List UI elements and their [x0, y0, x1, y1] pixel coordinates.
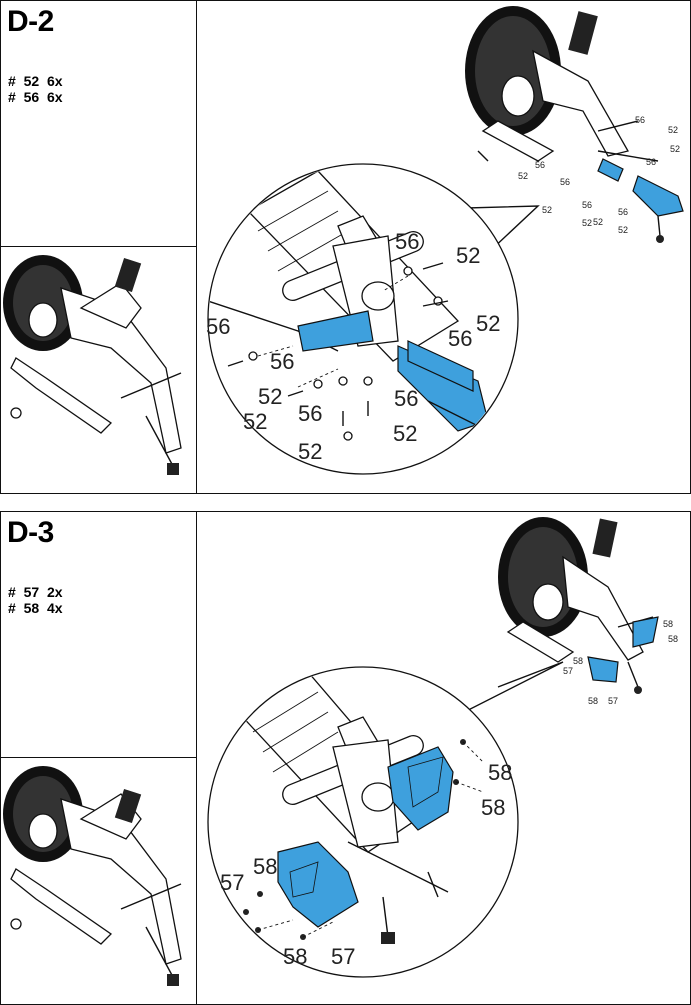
- callout-label: 58: [663, 619, 673, 629]
- detail-circle: [207, 666, 519, 978]
- callout-label: 56: [395, 229, 419, 254]
- callout-label: 56: [535, 160, 545, 170]
- callout-label: 52: [668, 125, 678, 135]
- detail-callouts: 56 52 52 56 56 52 56 52 52 56 52 56 52: [206, 229, 500, 464]
- callout-label: 58: [573, 656, 583, 666]
- callout-label: 58: [283, 944, 307, 969]
- rowing-machine-thumbnail: [3, 255, 182, 475]
- callout-label: 57: [563, 666, 573, 676]
- part-quantity: 2x: [46, 584, 63, 600]
- part-number: 56: [23, 89, 40, 105]
- part-hash: #: [8, 584, 16, 600]
- callout-label: 56: [394, 386, 418, 411]
- parts-row: # 56 6x: [8, 89, 63, 105]
- step-panel-d3: D-3 # 57 2x # 58 4x: [0, 511, 691, 1005]
- part-hash: #: [8, 89, 16, 105]
- part-hash: #: [8, 73, 16, 89]
- exploded-view-d3: 58 58 58 57 58 57: [207, 517, 678, 978]
- step-title: D-2: [7, 5, 54, 38]
- callout-label: 52: [593, 217, 603, 227]
- step-info-column: D-3 # 57 2x # 58 4x: [1, 512, 197, 1004]
- callout-label: 52: [670, 144, 680, 154]
- step-panel-d2: D-2 # 52 6x # 56 6x: [0, 0, 691, 494]
- callout-label: 57: [608, 696, 618, 706]
- parts-list: # 57 2x # 58 4x: [8, 584, 63, 616]
- callout-label: 52: [393, 421, 417, 446]
- parts-row: # 52 6x: [8, 73, 63, 89]
- callout-label: 56: [582, 200, 592, 210]
- callout-label: 52: [518, 171, 528, 181]
- detail-circle: [207, 163, 519, 475]
- part-quantity: 6x: [46, 73, 63, 89]
- callout-label: 52: [258, 384, 282, 409]
- step-title: D-3: [7, 516, 54, 549]
- part-quantity: 4x: [46, 600, 63, 616]
- parts-list: # 52 6x # 56 6x: [8, 73, 63, 105]
- callout-label: 52: [542, 205, 552, 215]
- overview-machine: [498, 517, 659, 694]
- exploded-view-d2: 56 52 52 56 56 52 56 56 52 52 56 52 52: [206, 6, 684, 475]
- callout-label: 52: [456, 243, 480, 268]
- part-number: 58: [23, 600, 40, 616]
- callout-label: 57: [220, 870, 244, 895]
- callout-label: 58: [253, 854, 277, 879]
- callout-label: 58: [668, 634, 678, 644]
- step-divider: [1, 246, 197, 247]
- callout-label: 56: [646, 157, 656, 167]
- callout-label: 58: [481, 795, 505, 820]
- rowing-machine-thumbnail: [3, 766, 182, 986]
- callout-label: 56: [270, 349, 294, 374]
- overview-callouts: 56 52 52 56 56 52 56 56 52 52 56 52 52: [518, 115, 680, 235]
- step-divider: [1, 757, 197, 758]
- callout-label: 56: [560, 177, 570, 187]
- parts-row: # 57 2x: [8, 584, 63, 600]
- callout-label: 56: [298, 401, 322, 426]
- callout-label: 56: [635, 115, 645, 125]
- callout-label: 52: [298, 439, 322, 464]
- detail-callouts: 58 58 58 57 58 57: [220, 760, 512, 969]
- part-number: 52: [23, 73, 40, 89]
- callout-label: 58: [588, 696, 598, 706]
- callout-label: 52: [618, 225, 628, 235]
- callout-label: 56: [618, 207, 628, 217]
- callout-label: 52: [476, 311, 500, 336]
- callout-label: 52: [582, 218, 592, 228]
- part-quantity: 6x: [46, 89, 63, 105]
- part-number: 57: [23, 584, 40, 600]
- parts-row: # 58 4x: [8, 600, 63, 616]
- callout-label: 57: [331, 944, 355, 969]
- callout-label: 56: [206, 314, 230, 339]
- callout-label: 58: [488, 760, 512, 785]
- step-info-column: D-2 # 52 6x # 56 6x: [1, 1, 197, 493]
- overview-callouts: 58 58 58 57 58 57: [563, 619, 678, 706]
- callout-label: 52: [243, 409, 267, 434]
- part-hash: #: [8, 600, 16, 616]
- callout-label: 56: [448, 326, 472, 351]
